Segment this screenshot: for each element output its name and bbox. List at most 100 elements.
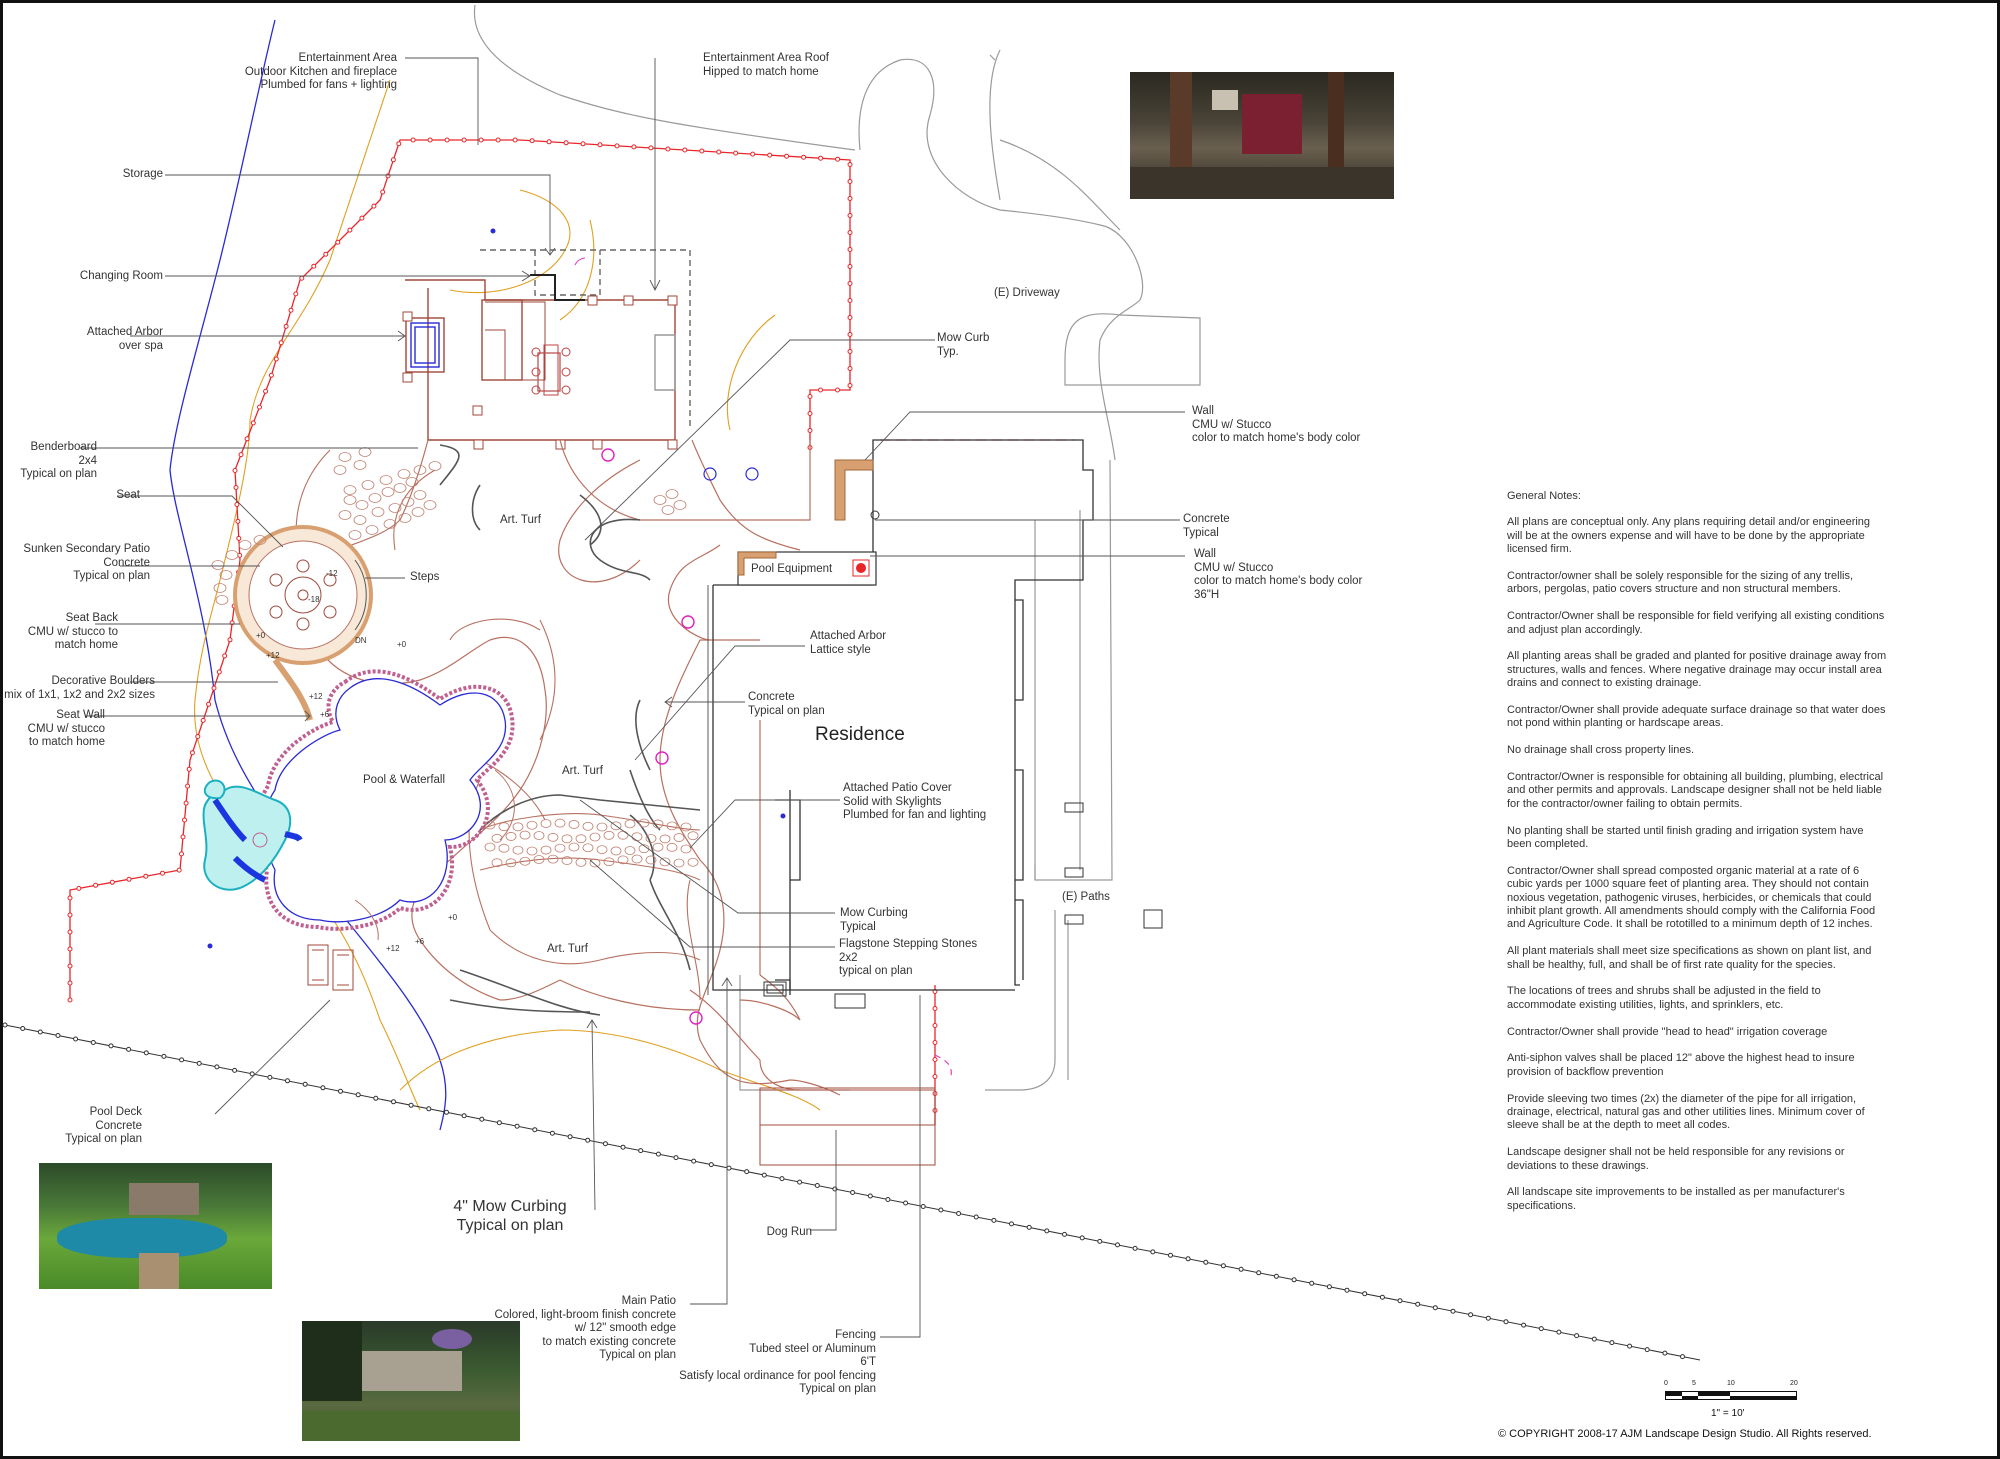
flagstone bbox=[512, 845, 524, 855]
line-marker bbox=[232, 1067, 238, 1073]
line-marker bbox=[195, 734, 201, 739]
flagstone bbox=[645, 834, 657, 843]
flagstone bbox=[575, 834, 587, 844]
note-item: Contractor/owner shall be solely respons… bbox=[1507, 570, 1854, 596]
line-marker bbox=[597, 142, 603, 148]
flagstone bbox=[589, 858, 601, 868]
boulder bbox=[338, 510, 352, 520]
note-item: All landscape site improvements to be in… bbox=[1507, 1186, 1845, 1212]
site-markers bbox=[207, 228, 880, 1025]
line-marker bbox=[614, 143, 620, 149]
label-pool-deck: Pool Deck Concrete Typical on plan bbox=[65, 1106, 142, 1145]
line-marker bbox=[371, 203, 377, 209]
label-mow-curbing: Mow Curbing Typical bbox=[840, 907, 908, 933]
label-dog-run: Dog Run bbox=[766, 1226, 812, 1238]
line-marker bbox=[920, 1204, 926, 1209]
line-marker bbox=[293, 291, 299, 297]
line-marker bbox=[850, 1190, 856, 1195]
flagstone bbox=[512, 822, 524, 832]
line-marker bbox=[461, 1113, 467, 1119]
mow-curbing bbox=[439, 444, 701, 1016]
line-marker bbox=[1168, 1252, 1173, 1258]
label-paths: (E) Paths bbox=[1062, 891, 1110, 903]
copyright: © COPYRIGHT 2008-17 AJM Landscape Design… bbox=[1498, 1428, 1872, 1440]
equipment-wall-top bbox=[738, 551, 777, 559]
scale-tick-20: 20 bbox=[1790, 1380, 1798, 1387]
line-marker bbox=[67, 980, 73, 986]
line-marker bbox=[761, 1172, 767, 1178]
flagstone bbox=[617, 830, 629, 840]
line-marker bbox=[847, 196, 853, 201]
flagstone bbox=[666, 821, 678, 831]
flagstone bbox=[547, 854, 559, 864]
flagstone bbox=[505, 858, 517, 868]
line-marker bbox=[380, 189, 386, 195]
flagstone bbox=[659, 834, 671, 844]
line-marker bbox=[236, 535, 242, 541]
line-marker bbox=[835, 387, 840, 393]
boulder bbox=[379, 475, 393, 485]
line-marker bbox=[847, 247, 853, 252]
line-marker bbox=[267, 1074, 273, 1080]
elev-j: +12 bbox=[309, 692, 323, 701]
line-marker bbox=[807, 394, 813, 399]
line-marker bbox=[311, 263, 317, 269]
elev-c: -12 bbox=[326, 569, 338, 578]
boulder bbox=[673, 500, 687, 510]
line-marker bbox=[216, 669, 222, 675]
line-marker bbox=[1574, 1333, 1580, 1339]
line-marker bbox=[410, 137, 416, 143]
line-marker bbox=[847, 281, 853, 286]
line-marker bbox=[222, 653, 228, 659]
scale-tick-10: 10 bbox=[1727, 1380, 1735, 1387]
note-item: The locations of trees and shrubs shall … bbox=[1507, 985, 1821, 1011]
line-marker bbox=[1680, 1354, 1685, 1360]
note-item: Contractor/Owner is responsible for obta… bbox=[1507, 771, 1884, 810]
line-marker bbox=[390, 157, 396, 163]
line-marker bbox=[648, 145, 654, 151]
scale-ratio: 1" = 10' bbox=[1711, 1408, 1745, 1419]
decorative-boulders bbox=[211, 447, 687, 605]
fence-posts bbox=[67, 137, 938, 1113]
flagstone bbox=[568, 842, 580, 852]
flagstone bbox=[484, 820, 496, 830]
boulder bbox=[215, 595, 229, 605]
line-marker bbox=[2, 1022, 8, 1028]
boulder bbox=[665, 489, 679, 499]
line-marker bbox=[847, 179, 853, 184]
note-item: All planting areas shall be graded and p… bbox=[1507, 650, 1887, 690]
line-marker bbox=[67, 895, 73, 901]
contour-2 bbox=[399, 1029, 821, 1111]
elev-g: +0 bbox=[448, 913, 458, 922]
line-marker bbox=[1291, 1277, 1297, 1283]
flagstone bbox=[680, 844, 692, 854]
boulder bbox=[383, 519, 397, 529]
line-marker bbox=[396, 141, 402, 147]
structure-posts bbox=[402, 295, 678, 450]
line-marker bbox=[932, 1057, 938, 1062]
render-photo-garden bbox=[302, 1321, 520, 1441]
line-marker bbox=[76, 885, 82, 891]
line-marker bbox=[179, 851, 184, 857]
flagstone bbox=[540, 819, 552, 828]
label-decorative-boulders: Decorative Boulders a mix of 1x1, 1x2 an… bbox=[0, 675, 155, 701]
label-changing-room: Changing Room bbox=[79, 270, 163, 282]
line-marker bbox=[263, 388, 269, 394]
line-marker bbox=[461, 137, 467, 143]
label-mow-curb: Mow Curb Typ. bbox=[937, 332, 990, 358]
line-marker bbox=[206, 701, 212, 707]
line-marker bbox=[1609, 1340, 1615, 1346]
line-marker bbox=[176, 867, 182, 873]
line-marker bbox=[932, 1074, 938, 1079]
line-marker bbox=[767, 152, 773, 158]
hvac-pad bbox=[834, 993, 866, 1009]
flagstone bbox=[617, 855, 629, 865]
label-wall-36: Wall CMU w/ Stucco color to match home's… bbox=[1194, 548, 1363, 601]
line-marker bbox=[991, 1217, 997, 1223]
line-marker bbox=[1220, 1263, 1226, 1269]
line-marker bbox=[323, 251, 329, 257]
flagstone bbox=[547, 832, 559, 842]
line-marker bbox=[320, 1085, 326, 1091]
line-marker bbox=[302, 1081, 308, 1087]
line-marker bbox=[268, 372, 274, 378]
